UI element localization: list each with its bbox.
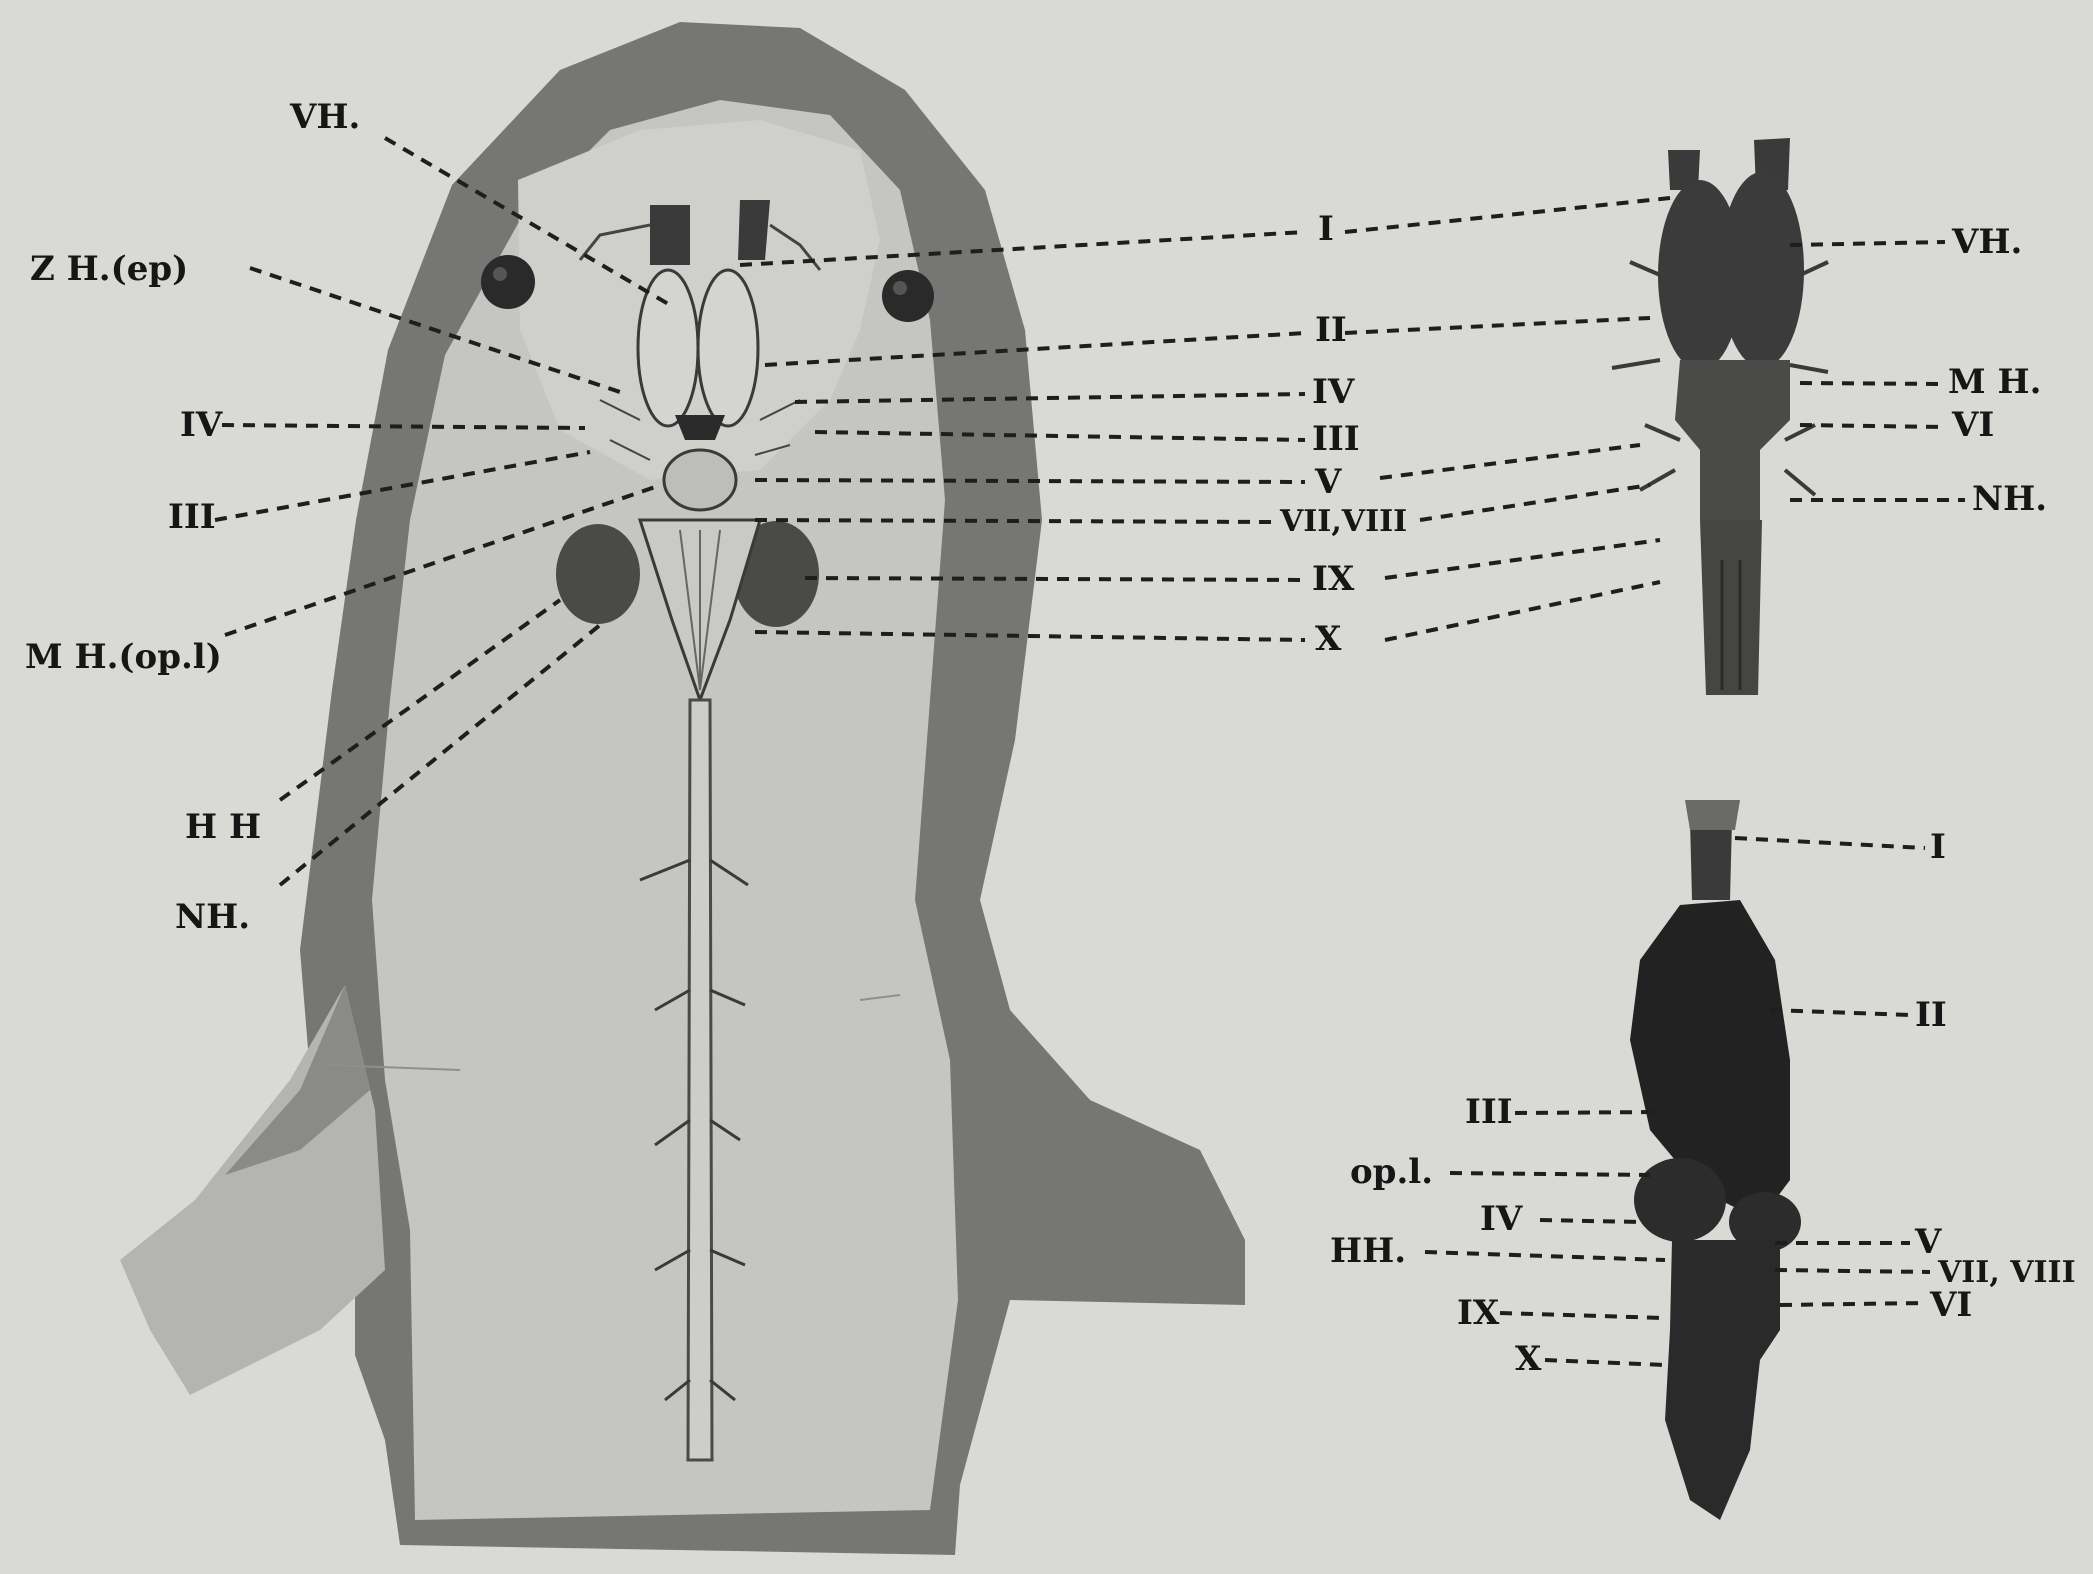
spinal-cord <box>688 700 712 1460</box>
label-x-lateral: X <box>1515 1342 1541 1376</box>
left-otic-vesicle <box>556 524 640 624</box>
label-vi-dorsal: VI <box>1952 408 1994 442</box>
label-ii-lateral: II <box>1915 998 1947 1032</box>
label-iii-lateral: III <box>1465 1095 1513 1129</box>
label-nerve-ii: II <box>1315 313 1347 347</box>
label-iv-lateral: IV <box>1480 1202 1522 1236</box>
label-nerve-v: V <box>1315 465 1341 499</box>
main-head-view <box>120 22 1245 1555</box>
label-nerve-ix: IX <box>1312 562 1354 596</box>
label-opl-lateral: op.l. <box>1350 1155 1433 1189</box>
label-vh: VH. <box>290 100 360 134</box>
label-zh-ep: Z H.(ep) <box>30 252 188 286</box>
label-nerve-iv: IV <box>1312 375 1354 409</box>
lateral-brain-view <box>1630 800 1801 1520</box>
label-v-lateral: V <box>1915 1225 1941 1259</box>
label-iv-main: IV <box>180 408 222 442</box>
label-nh-dorsal: NH. <box>1972 482 2047 516</box>
midbrain <box>664 450 736 510</box>
label-ix-lateral: IX <box>1457 1296 1499 1330</box>
label-vii-viii-lateral: VII, VIII <box>1938 1258 2076 1288</box>
forebrain-right <box>698 270 758 426</box>
label-vi-lateral: VI <box>1930 1288 1972 1322</box>
label-nerve-x: X <box>1315 622 1341 656</box>
right-eye-icon <box>882 270 934 322</box>
label-mh-dorsal: M H. <box>1948 365 2041 399</box>
label-nerve-iii: III <box>1312 422 1360 456</box>
label-hh-lateral: HH. <box>1330 1234 1406 1268</box>
dorsal-brain-view <box>1612 138 1828 695</box>
left-eye-icon <box>481 255 535 309</box>
label-i-lateral: I <box>1930 830 1946 864</box>
label-nerve-i: I <box>1318 212 1334 246</box>
label-hh-main: H H <box>185 810 261 844</box>
label-nerve-vii-viii: VII,VIII <box>1280 507 1407 537</box>
label-nh-main: NH. <box>175 900 250 934</box>
label-mh-opl: M H.(op.l) <box>25 640 222 674</box>
label-vh-dorsal: VH. <box>1952 225 2022 259</box>
label-iii-main: III <box>168 500 216 534</box>
